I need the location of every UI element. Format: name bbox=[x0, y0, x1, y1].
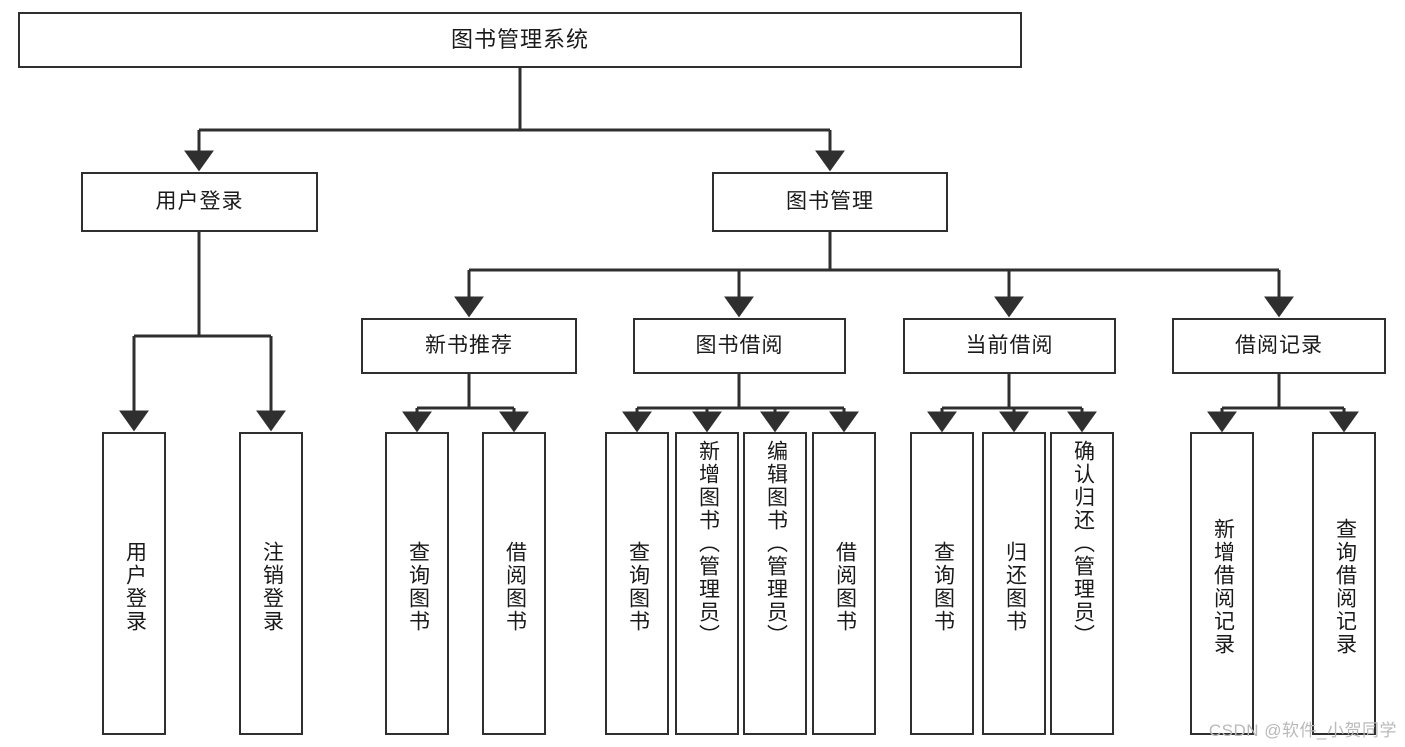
leaf-query-books-current-label: 查询图书 bbox=[931, 540, 955, 633]
leaf-query-books-borrow[interactable]: 查询图书 bbox=[605, 432, 669, 735]
leaf-confirm-return-admin[interactable]: 确认归还（管理员） bbox=[1050, 432, 1114, 735]
leaf-query-borrow-record[interactable]: 查询借阅记录 bbox=[1312, 432, 1376, 735]
node-root-label: 图书管理系统 bbox=[450, 27, 589, 53]
node-book-borrow[interactable]: 图书借阅 bbox=[633, 318, 846, 374]
node-root[interactable]: 图书管理系统 bbox=[18, 12, 1022, 68]
leaf-query-books-recommend-label: 查询图书 bbox=[406, 540, 430, 633]
watermark: CSDN @软件_小贺同学 bbox=[1208, 721, 1397, 740]
node-borrow-records[interactable]: 借阅记录 bbox=[1172, 318, 1386, 374]
leaf-add-borrow-record[interactable]: 新增借阅记录 bbox=[1190, 432, 1254, 735]
leaf-logout[interactable]: 注销登录 bbox=[239, 432, 303, 735]
leaf-user-login-label: 用户登录 bbox=[123, 540, 147, 633]
leaf-edit-book-admin[interactable]: 编辑图书（管理员） bbox=[743, 432, 807, 735]
node-book-management-label: 图书管理 bbox=[786, 189, 874, 213]
node-user-login-label: 用户登录 bbox=[155, 189, 244, 213]
node-borrow-records-label: 借阅记录 bbox=[1235, 333, 1323, 357]
leaf-borrow-books-recommend-label: 借阅图书 bbox=[503, 540, 527, 633]
node-user-login[interactable]: 用户登录 bbox=[81, 172, 318, 232]
leaf-logout-label: 注销登录 bbox=[260, 540, 284, 633]
leaf-add-book-admin-label: 新增图书（管理员） bbox=[696, 440, 720, 647]
leaf-query-books-current[interactable]: 查询图书 bbox=[910, 432, 974, 735]
leaf-confirm-return-admin-label: 确认归还（管理员） bbox=[1071, 440, 1095, 647]
leaf-return-books-label: 归还图书 bbox=[1003, 540, 1027, 633]
leaf-user-login[interactable]: 用户登录 bbox=[102, 432, 166, 735]
leaf-return-books[interactable]: 归还图书 bbox=[982, 432, 1046, 735]
leaf-borrow-books[interactable]: 借阅图书 bbox=[812, 432, 876, 735]
leaf-query-books-borrow-label: 查询图书 bbox=[626, 540, 650, 633]
node-new-book-recommend-label: 新书推荐 bbox=[425, 333, 513, 357]
leaf-add-borrow-record-label: 新增借阅记录 bbox=[1211, 517, 1235, 656]
leaf-add-book-admin[interactable]: 新增图书（管理员） bbox=[675, 432, 739, 735]
node-new-book-recommend[interactable]: 新书推荐 bbox=[361, 318, 577, 374]
leaf-borrow-books-label: 借阅图书 bbox=[833, 540, 857, 633]
leaf-query-books-recommend[interactable]: 查询图书 bbox=[385, 432, 449, 735]
node-book-borrow-label: 图书借阅 bbox=[695, 333, 784, 357]
leaf-borrow-books-recommend[interactable]: 借阅图书 bbox=[482, 432, 546, 735]
node-current-borrow-label: 当前借阅 bbox=[965, 333, 1054, 357]
node-current-borrow[interactable]: 当前借阅 bbox=[903, 318, 1116, 374]
node-book-management[interactable]: 图书管理 bbox=[712, 172, 948, 232]
leaf-query-borrow-record-label: 查询借阅记录 bbox=[1333, 517, 1357, 656]
leaf-edit-book-admin-label: 编辑图书（管理员） bbox=[764, 440, 788, 647]
